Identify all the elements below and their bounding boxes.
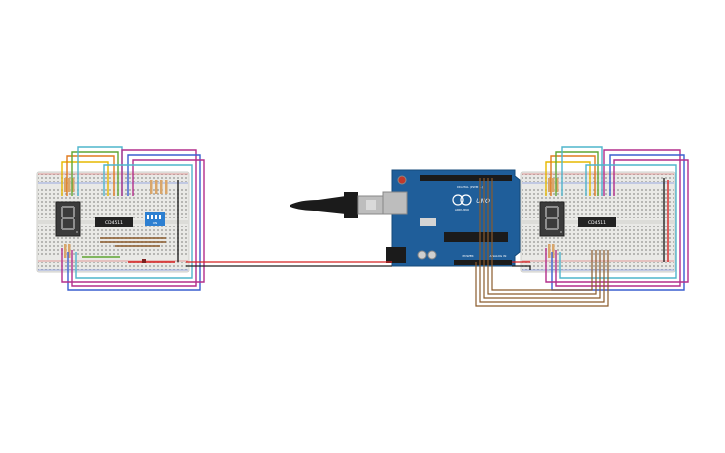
left-seven-segment-display[interactable] <box>55 201 81 237</box>
digital-header <box>420 175 512 181</box>
left-segment-wires <box>61 146 205 291</box>
left-resistors <box>64 178 168 258</box>
arduino-logo-icon <box>452 194 464 206</box>
right-decoder-chip[interactable]: CD4511 <box>578 217 616 227</box>
power-label: POWER <box>462 254 473 258</box>
right-chip-label: CD4511 <box>588 220 606 226</box>
digital-label: DIGITAL (PWM ~) <box>457 185 483 189</box>
brown-bus-wires <box>475 250 609 307</box>
power-wires <box>186 261 531 270</box>
left-chip-label: CD4511 <box>105 220 123 226</box>
arduino-signal-wires <box>479 178 493 262</box>
dip-switch-label: ON <box>153 221 158 225</box>
right-segment-wires <box>545 146 689 291</box>
power-analog-header <box>454 260 512 265</box>
dip-switch[interactable]: ON <box>145 212 165 226</box>
left-led[interactable] <box>142 259 146 263</box>
crystal <box>420 218 436 226</box>
power-jack <box>386 247 406 263</box>
left-jumpers <box>82 180 179 263</box>
uno-brand: UNO <box>476 198 490 205</box>
left-decoder-chip[interactable]: CD4511 <box>95 217 133 227</box>
arduino-uno-board[interactable]: DIGITAL (PWM ~) UNO ARDUINO POWER ANALOG… <box>382 169 521 267</box>
usb-port <box>382 191 408 215</box>
arduino-logo-text: ARDUINO <box>455 208 470 212</box>
analog-label: ANALOG IN <box>490 254 507 258</box>
usb-cable[interactable] <box>290 192 385 218</box>
microcontroller-chip <box>444 232 508 242</box>
right-seven-segment-display[interactable] <box>539 201 565 237</box>
right-resistors <box>548 178 559 258</box>
reset-button[interactable] <box>397 175 407 185</box>
